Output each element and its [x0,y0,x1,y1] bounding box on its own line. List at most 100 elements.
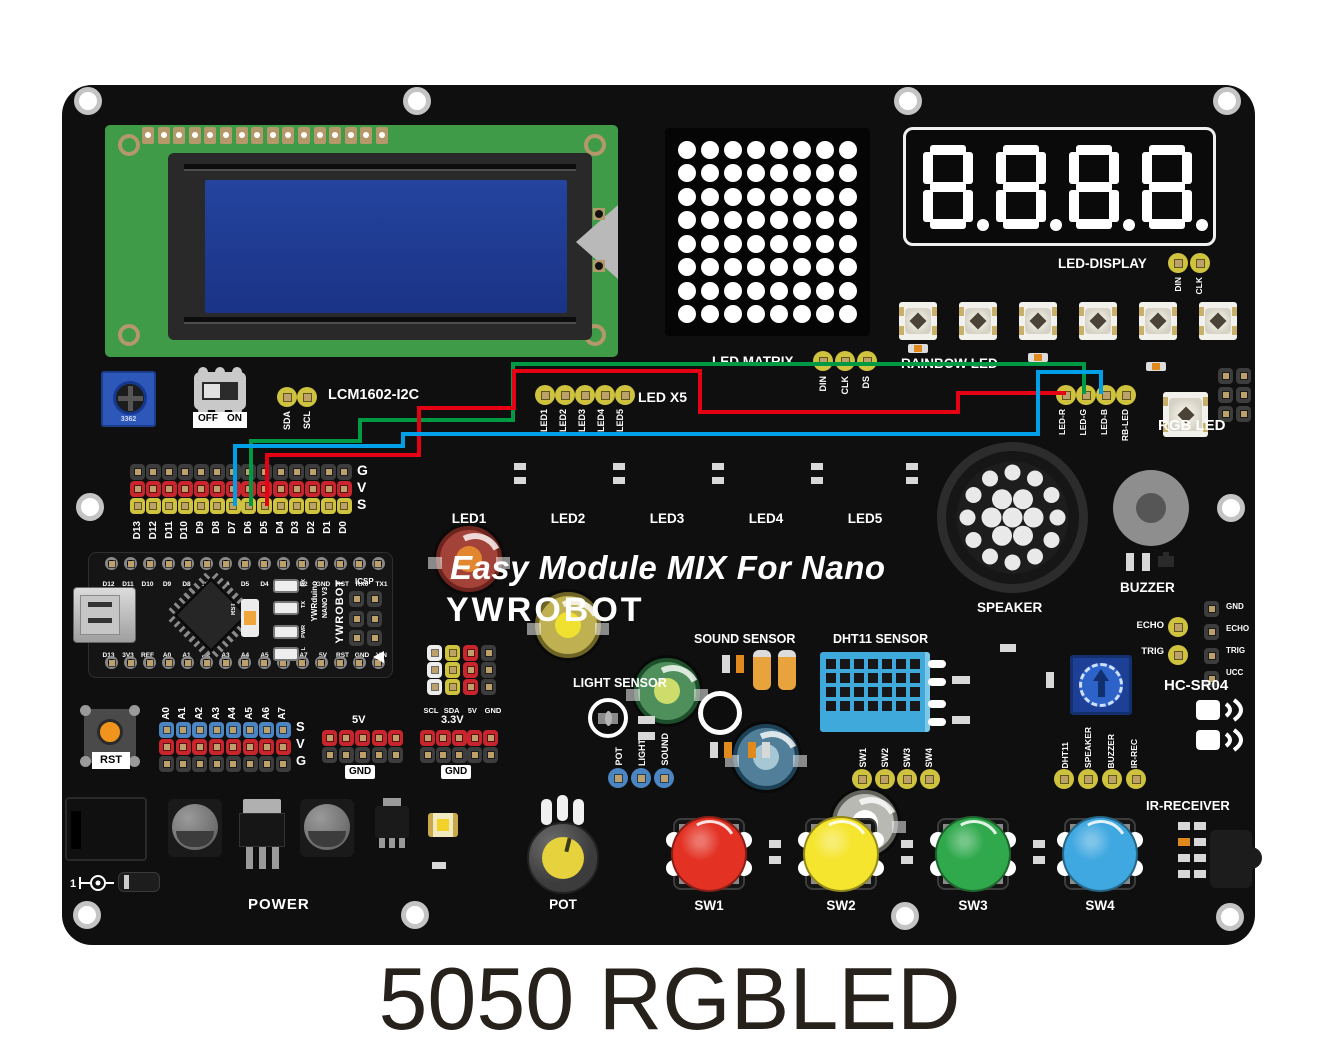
smd [722,655,730,673]
echo-label: ECHO [1136,620,1164,631]
sot89-tab [383,798,401,807]
smd [952,676,970,684]
i2c-grid-row [427,662,496,678]
rgb-led-package [1163,392,1208,437]
hcsr04-header-pins [1204,601,1220,687]
buzzer [1113,470,1189,546]
speaker [937,442,1088,593]
row-label-g: G [357,462,368,478]
rst-label: RST [92,752,130,769]
mounting-hole [1213,87,1241,115]
light-sensor [588,698,628,738]
lcd-module [105,125,618,357]
led1 [428,526,510,592]
led3 [626,658,708,724]
diode [118,872,160,892]
smd [710,742,718,758]
trimmer-dial [113,381,147,415]
smd [638,716,655,724]
smd [901,840,913,848]
analog-row-label-g: G [296,753,307,768]
ir-receiver [1210,830,1262,888]
switch-off-label: OFF [198,413,218,424]
nano-icsp-pins [349,591,386,646]
mounting-hole [891,902,919,930]
capacitor [753,650,771,690]
sw2-label: SW2 [826,898,856,913]
nano-led-pwr [273,625,299,639]
mounting-hole [403,87,431,115]
brand-logo: YWROBOT [446,591,645,629]
led-matrix [665,128,870,336]
voltage-regulator [239,813,285,847]
smd [1178,854,1190,862]
smd [906,477,918,484]
microphone [698,691,742,735]
resistor [1146,362,1166,371]
dht11-pin [928,660,946,668]
hcsr04-pin-label: UCC [1226,668,1244,677]
smd [1000,644,1016,652]
trig-label: TRIG [1141,646,1164,657]
sot89-regulator [375,806,409,838]
smd [1194,822,1206,830]
smd [736,655,744,673]
mounting-hole [1216,903,1244,931]
rgb-led-pins [1056,385,1136,405]
resistor [1028,353,1048,362]
dc-jack [65,797,147,861]
smd [748,742,756,758]
hcsr04-pin-label: ECHO [1226,624,1250,633]
rail-5v-gnd: GND [345,765,376,779]
lcd-pads [142,127,388,144]
board-title: Easy Module MIX For Nano [450,549,886,586]
dht11-pin [928,718,946,726]
nano-module: D12D11D10D9D8D7D6D5D4D3D2GNDRSTRX0TX1 D1… [88,552,393,678]
smd [952,716,970,724]
pot-label: POT [549,897,577,912]
nano-led-label: TX [301,601,307,609]
smd [712,463,724,470]
led-display-pins [1168,253,1210,273]
analog-row-g [159,756,291,772]
smd [769,840,781,848]
smd [724,742,732,758]
smd [1178,838,1190,846]
sensor-analog-pins [608,768,674,788]
led-x5-label: LED X5 [638,389,688,405]
capacitor [300,799,354,857]
nano-rst-label: RST [231,603,237,615]
sot89-leg [379,838,385,848]
digital-header-row-g [130,464,352,480]
analog-row-label-s: S [296,719,305,734]
rail-3v3-row-g [420,747,498,763]
rail-5v-row-v [322,730,403,746]
mounting-hole [73,901,101,929]
led-x5-pins [535,385,635,405]
nano-led-label: L [301,647,307,651]
module-pins [1054,769,1146,789]
led-matrix-label: LED MATRIX [712,354,794,369]
smd [811,463,823,470]
sw2-button [803,816,879,892]
analog-row-label-v: V [296,736,305,751]
sw3-label: SW3 [958,898,988,913]
caption: 5050 RGBLED [378,949,961,1048]
smd [906,463,918,470]
mounting-hole [894,87,922,115]
nano-led-label: RX [301,579,307,587]
nano-top-pin-labels: D12D11D10D9D8D7D6D5D4D3D2GNDRSTRX0TX1 [102,581,388,588]
smd [811,477,823,484]
pot-pin [573,799,584,825]
lcd-corner-hole [118,324,140,346]
smd [712,477,724,484]
lcm1602-label: LCM1602-I2C [328,387,420,403]
lcd-bezel [168,153,592,340]
mounting-hole [1217,494,1245,522]
led4 [725,724,807,790]
sot89-leg [389,838,395,848]
nano-logo: YWROBOT [334,579,346,644]
